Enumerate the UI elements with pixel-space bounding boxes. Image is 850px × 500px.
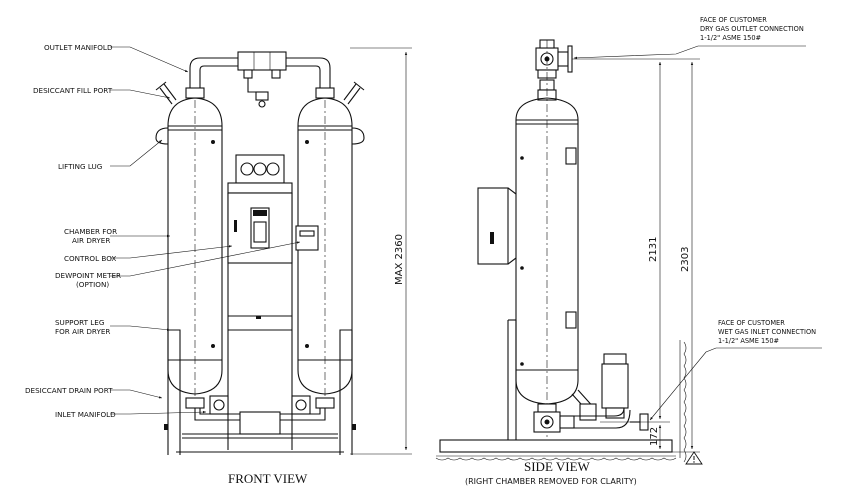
side-filter-housing xyxy=(571,353,629,421)
side-view: 2131 2303 172 FACE OF CUSTOMER DRY GAS O… xyxy=(435,16,822,486)
outlet-note-line2: DRY GAS OUTLET CONNECTION xyxy=(700,25,804,33)
inlet-manifold xyxy=(176,395,344,453)
outlet-note-line1: FACE OF CUSTOMER xyxy=(700,16,767,24)
control-box-assembly xyxy=(227,154,319,450)
side-base xyxy=(435,340,687,463)
front-view-title: FRONT VIEW xyxy=(228,471,308,486)
left-chamber xyxy=(155,81,223,405)
side-view-title: SIDE VIEW xyxy=(524,459,591,474)
callout-lifting-lug: LIFTING LUG xyxy=(58,162,102,171)
front-view: OUTLET MANIFOLD DESICCANT FILL PORT LIFT… xyxy=(25,43,412,486)
callout-dewpoint-line1: DEWPOINT METER xyxy=(55,271,121,280)
outlet-note-line3: 1-1/2" ASME 150# xyxy=(700,34,762,42)
callout-control-box: CONTROL BOX xyxy=(64,254,116,263)
callout-inlet-manifold: INLET MANIFOLD xyxy=(55,410,116,419)
inlet-note-line1: FACE OF CUSTOMER xyxy=(718,319,785,327)
side-support-leg xyxy=(507,319,517,440)
side-inlet-note-leader xyxy=(649,347,822,421)
callout-outlet-manifold: OUTLET MANIFOLD xyxy=(44,43,113,52)
side-outlet-note-leader xyxy=(573,45,806,60)
callout-support-line2: FOR AIR DRYER xyxy=(55,327,110,336)
warning-triangle-icon xyxy=(685,451,703,465)
support-legs xyxy=(164,329,356,455)
dimension-outlet-height: 2131 xyxy=(648,237,659,262)
side-chamber xyxy=(515,40,579,440)
callout-desiccant-fill-port: DESICCANT FILL PORT xyxy=(33,86,113,95)
callout-desiccant-drain-port: DESICCANT DRAIN PORT xyxy=(25,386,113,395)
front-callout-leaders xyxy=(110,46,301,415)
dimension-inlet-height: 172 xyxy=(649,427,660,446)
right-chamber xyxy=(297,81,365,405)
side-outlet-connection xyxy=(535,39,573,101)
callout-support-line1: SUPPORT LEG xyxy=(55,318,104,327)
dimension-max-height-label: MAX 2360 xyxy=(394,234,405,285)
callout-chamber-line1: CHAMBER FOR xyxy=(64,227,117,236)
inlet-note-line2: WET GAS INLET CONNECTION xyxy=(718,328,816,336)
side-view-subtitle: (RIGHT CHAMBER REMOVED FOR CLARITY) xyxy=(465,477,637,486)
callout-dewpoint-line2: (OPTION) xyxy=(76,280,109,289)
front-max-height-dimension xyxy=(350,47,412,455)
callout-chamber-line2: AIR DRYER xyxy=(72,236,110,245)
side-control-box xyxy=(477,187,517,265)
side-dimensions xyxy=(572,58,700,453)
outlet-manifold-piping xyxy=(189,51,331,108)
inlet-note-line3: 1-1/2" ASME 150# xyxy=(718,337,780,345)
dimension-overall-height: 2303 xyxy=(680,247,691,272)
